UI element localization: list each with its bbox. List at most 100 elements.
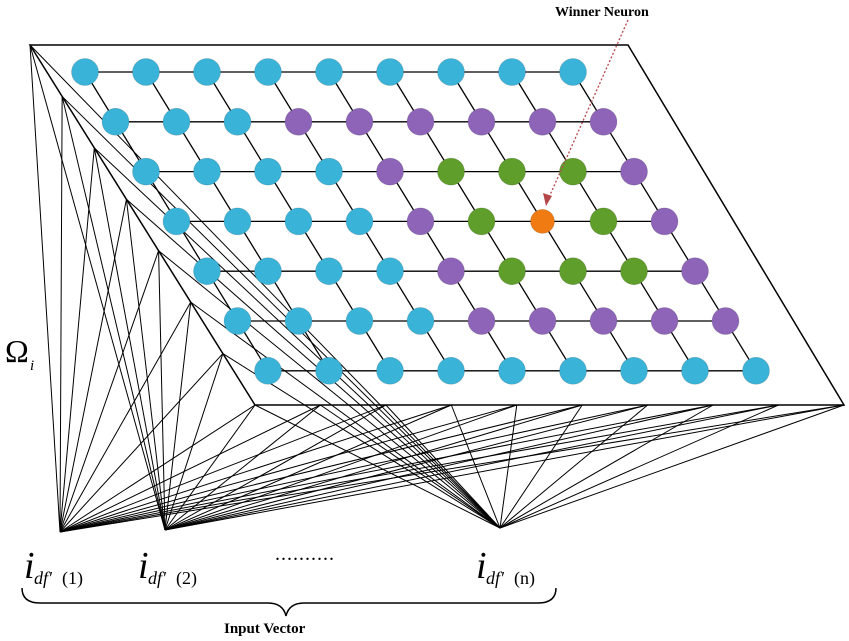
neighbor-neuron-outer: [620, 157, 648, 186]
neighbor-neuron-outer: [589, 107, 618, 136]
neighbor-neuron-outer: [711, 307, 740, 335]
connection-line: [499, 404, 714, 529]
connection-line: [164, 404, 517, 531]
input-index: (n): [514, 568, 535, 589]
neighbor-neuron-outer: [376, 157, 404, 186]
connection-line: [59, 404, 845, 533]
connection-line: [164, 404, 648, 531]
connection-line: [29, 44, 166, 531]
connection-line: [450, 404, 501, 529]
neighbor-neuron-outer: [589, 307, 618, 335]
neighbor-neuron-outer: [528, 107, 557, 136]
connection-line: [59, 199, 127, 533]
neighbor-neuron-inner: [437, 157, 465, 186]
neighbor-neuron-outer: [681, 257, 709, 286]
connection-line: [59, 404, 321, 533]
neighbor-neuron-inner: [589, 207, 618, 236]
connection-line: [164, 353, 224, 531]
neuron: [254, 58, 282, 86]
neuron: [71, 58, 99, 86]
input-label-2: i df' (2): [138, 545, 197, 589]
input-symbol: i: [24, 545, 35, 587]
neighbor-neuron-inner: [620, 257, 648, 286]
connection-line: [254, 404, 501, 529]
neighbor-neuron-inner: [498, 257, 526, 286]
neuron: [437, 356, 465, 385]
connection-line: [59, 404, 452, 533]
neuron: [376, 257, 404, 286]
connection-line: [125, 199, 166, 531]
input-symbol: i: [138, 545, 149, 587]
connection-line: [59, 96, 63, 533]
connection-line: [59, 147, 95, 533]
connection-line: [61, 96, 501, 529]
connection-line: [59, 301, 192, 533]
neuron: [498, 58, 526, 86]
input-label-n: i df' (n): [476, 545, 535, 589]
neuron: [498, 356, 526, 385]
omega-symbol: Ω: [5, 333, 29, 369]
neuron: [223, 107, 252, 136]
input-label-1: i df' (1): [24, 545, 83, 589]
winner-neuron-label: Winner Neuron: [555, 5, 649, 20]
connection-line: [164, 404, 583, 531]
neuron: [315, 58, 343, 86]
connection-line: [499, 404, 648, 529]
connection-line: [126, 198, 501, 529]
neuron: [559, 58, 587, 86]
input-connection-lines: [29, 44, 845, 533]
winner-pointer-arrowhead: [543, 193, 552, 206]
winner-pointer-arrow: [545, 19, 629, 205]
connection-line: [59, 404, 583, 533]
neuron: [681, 356, 709, 385]
neuron: [559, 356, 587, 385]
neuron: [254, 157, 282, 186]
connection-line: [320, 404, 501, 529]
input-subscript: df': [148, 568, 167, 588]
neuron: [315, 257, 343, 286]
connection-line: [385, 404, 501, 529]
neuron: [345, 307, 374, 335]
neighbor-neuron-outer: [437, 257, 465, 286]
omega-subscript: i: [30, 358, 34, 374]
neuron: [437, 58, 465, 86]
neuron: [345, 207, 374, 236]
neighbor-neuron-outer: [406, 207, 435, 236]
connection-line: [59, 404, 517, 533]
neuron: [223, 307, 252, 335]
connection-line: [164, 404, 452, 531]
neuron: [193, 257, 221, 286]
neuron: [223, 207, 252, 236]
connection-line: [164, 302, 192, 531]
connection-line: [164, 404, 387, 531]
neuron: [193, 157, 221, 186]
neuron: [315, 356, 343, 385]
connection-line: [499, 404, 518, 529]
connection-line: [499, 404, 583, 529]
connection-line: [61, 96, 166, 531]
neuron-grid: [71, 58, 770, 385]
neuron: [254, 356, 282, 385]
connection-line: [164, 404, 321, 531]
neighbor-neuron-inner: [467, 207, 496, 236]
neighbor-neuron-outer: [345, 107, 374, 136]
connection-line: [93, 147, 166, 531]
input-index: (2): [176, 568, 197, 589]
neuron: [284, 207, 313, 236]
neighbor-neuron-outer: [650, 307, 679, 335]
connection-line: [158, 250, 501, 529]
neighbor-neuron-outer: [406, 107, 435, 136]
connection-line: [164, 404, 256, 531]
ellipsis: ..........: [275, 543, 335, 565]
neighbor-neuron-outer: [650, 207, 679, 236]
neuron: [620, 356, 648, 385]
neuron: [132, 58, 160, 86]
input-symbol: i: [476, 545, 487, 587]
neuron: [284, 307, 313, 335]
input-index: (1): [62, 568, 83, 589]
winner-neuron: [530, 208, 555, 234]
neighbor-neuron-outer: [284, 107, 313, 136]
connection-line: [59, 404, 648, 533]
neighbor-neuron-inner: [498, 157, 526, 186]
